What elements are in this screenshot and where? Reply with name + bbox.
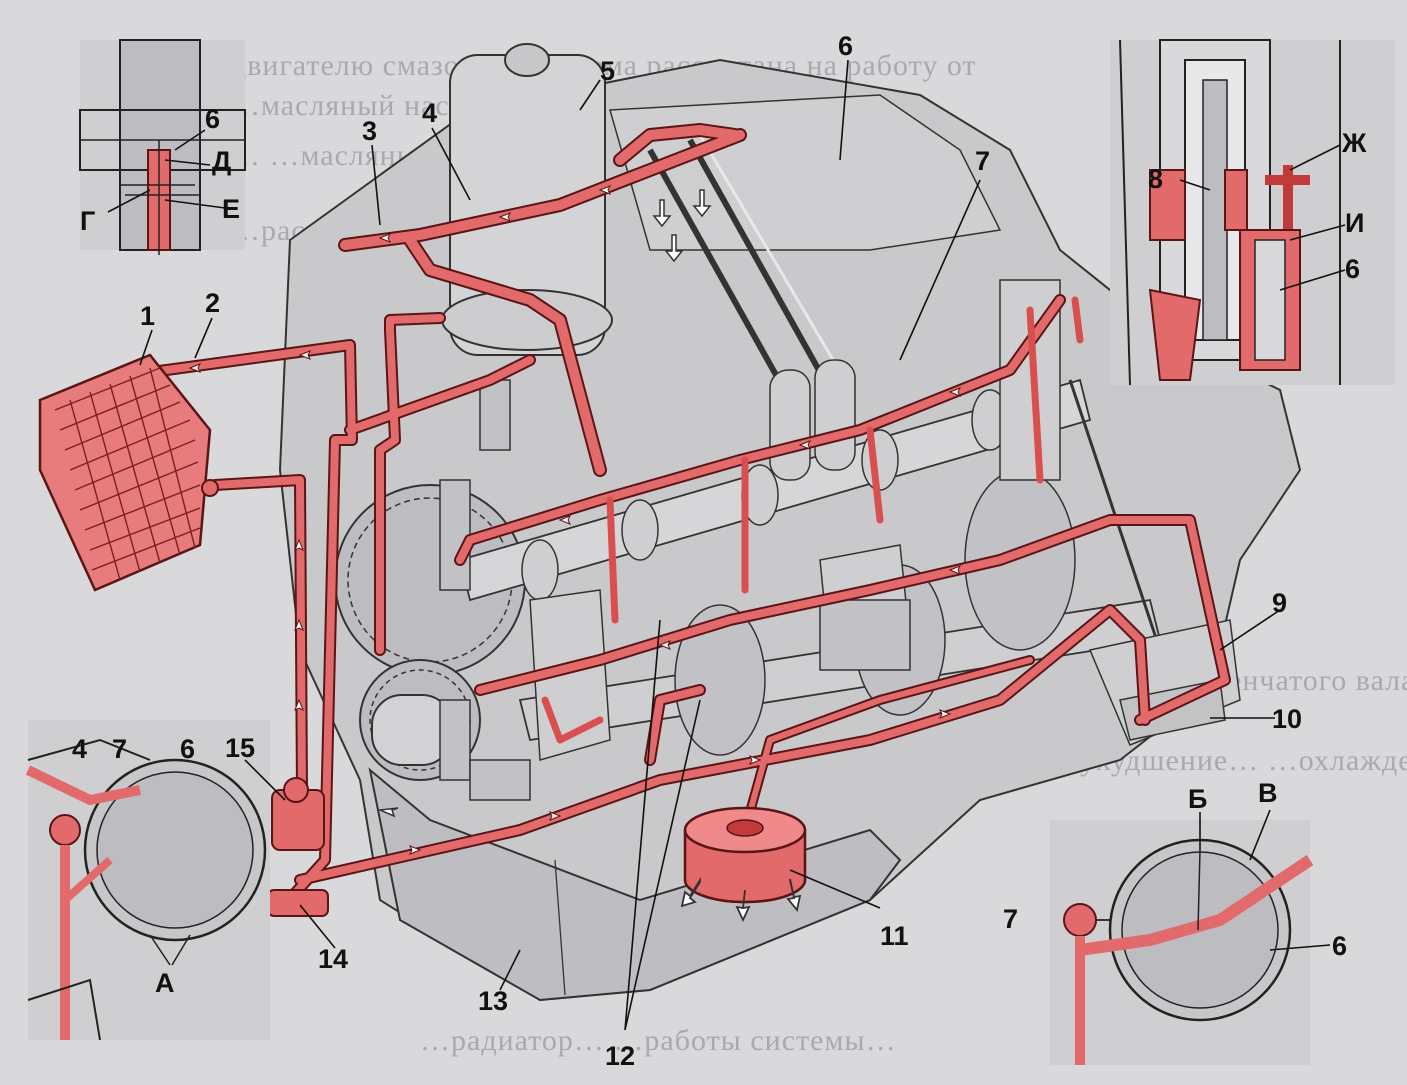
oil-pan (368, 767, 902, 1002)
inset-bottom-left (25, 720, 270, 1041)
oil-radiator (38, 353, 219, 592)
bg-text-line: …радиатор… …работы системы… (420, 1024, 897, 1057)
air-inflow-arrow-icon (377, 189, 712, 818)
label-7: 7 (975, 146, 990, 176)
inset-tr-label-6: 6 (1345, 254, 1360, 284)
inset-tl-label-e: Е (222, 194, 240, 224)
label-11: 11 (880, 921, 909, 951)
oil-lines (124, 123, 1231, 916)
inset-top-left (79, 39, 246, 255)
inset-br-label-v: В (1258, 778, 1278, 808)
label-13: 13 (478, 986, 508, 1016)
inset-tr-label-i: И (1345, 208, 1364, 238)
label-5: 5 (600, 56, 615, 86)
inset-tl-label-d: Д (212, 146, 231, 176)
crank-webs (674, 469, 1076, 756)
inset-br-label-b: Б (1188, 784, 1207, 814)
inset-top-right (1110, 39, 1395, 386)
label-9: 9 (1272, 588, 1287, 618)
bearing-feed-branches (541, 296, 1084, 744)
leader-lines (107, 59, 1346, 1031)
label-10: 10 (1272, 704, 1302, 734)
oil-strainer (683, 806, 807, 904)
label-6: 6 (838, 31, 853, 61)
radiator-grid (54, 367, 201, 581)
air-inflow-arrow-icon (680, 876, 802, 923)
label-1: 1 (140, 301, 155, 331)
callout-labels: 1 2 3 4 5 6 7 9 10 11 12 13 14 15 6 Д Г … (72, 31, 1367, 1071)
inset-bottom-right (1050, 820, 1314, 1065)
label-2: 2 (205, 288, 220, 318)
inset-bl-label-6: 6 (180, 734, 195, 764)
inset-tl-label-6: 6 (205, 104, 220, 134)
inset-br-label-7: 7 (1003, 904, 1018, 934)
label-4: 4 (422, 98, 437, 128)
oil-filter-cap (504, 43, 550, 77)
inset-tr-label-8: 8 (1148, 164, 1163, 194)
oil-flow-arrow-icon (188, 185, 962, 855)
inset-br-label-6: 6 (1332, 931, 1347, 961)
inset-tr-label-zh: Ж (1341, 128, 1367, 158)
label-3: 3 (362, 116, 377, 146)
label-14: 14 (318, 944, 348, 974)
label-15: 15 (225, 733, 255, 763)
inset-bl-label-7: 7 (112, 734, 127, 764)
drain-valve (267, 889, 329, 917)
bearing-caps (439, 379, 911, 801)
oil-pan-seam (554, 859, 566, 996)
inset-bl-label-4: 4 (72, 734, 87, 764)
label-12: 12 (605, 1041, 635, 1071)
inset-bl-label-a: А (155, 968, 175, 998)
inset-tl-label-g: Г (80, 206, 95, 236)
